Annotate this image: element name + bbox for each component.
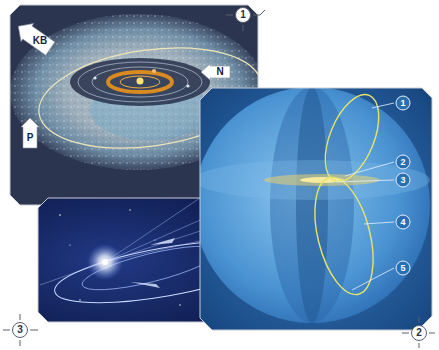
cloud-band xyxy=(296,87,328,323)
sun xyxy=(102,259,108,265)
uranus-orbit xyxy=(92,67,188,97)
planet xyxy=(152,69,156,73)
panel-number: 2 xyxy=(411,325,427,341)
panel-frame xyxy=(200,88,432,330)
pointer-arrow xyxy=(12,17,57,57)
cloud-plane xyxy=(194,160,430,200)
inner-gap xyxy=(70,58,210,106)
planet xyxy=(93,76,96,79)
comet-tail xyxy=(130,282,160,288)
callout-number: 2 xyxy=(396,155,411,170)
neptune-orbit xyxy=(78,62,202,102)
callout-number: 5 xyxy=(396,261,411,276)
panel-number: 1 xyxy=(235,7,251,23)
inner-orbit xyxy=(120,76,160,88)
panel-marker xyxy=(3,10,435,348)
leader-lines xyxy=(336,103,394,290)
comet-tail xyxy=(150,238,175,245)
sun xyxy=(137,78,144,85)
pointer-label: P xyxy=(27,133,34,143)
sun-glow xyxy=(87,244,123,280)
pointer-label: KB xyxy=(33,36,47,46)
asteroid-ring xyxy=(108,72,172,92)
cloud-sphere xyxy=(194,87,430,323)
oort-cloud-panel xyxy=(194,87,432,330)
panel-number: 3 xyxy=(12,322,28,338)
comet-orbit xyxy=(304,171,383,300)
pointer-label: N xyxy=(216,67,223,77)
inner-disc xyxy=(264,174,380,186)
callout-number: 3 xyxy=(396,173,411,188)
pointer-arrow xyxy=(21,118,39,148)
callout-number: 1 xyxy=(396,96,411,111)
callout-number: 4 xyxy=(396,215,411,230)
pointer-arrow xyxy=(201,64,230,80)
planet xyxy=(186,84,189,87)
